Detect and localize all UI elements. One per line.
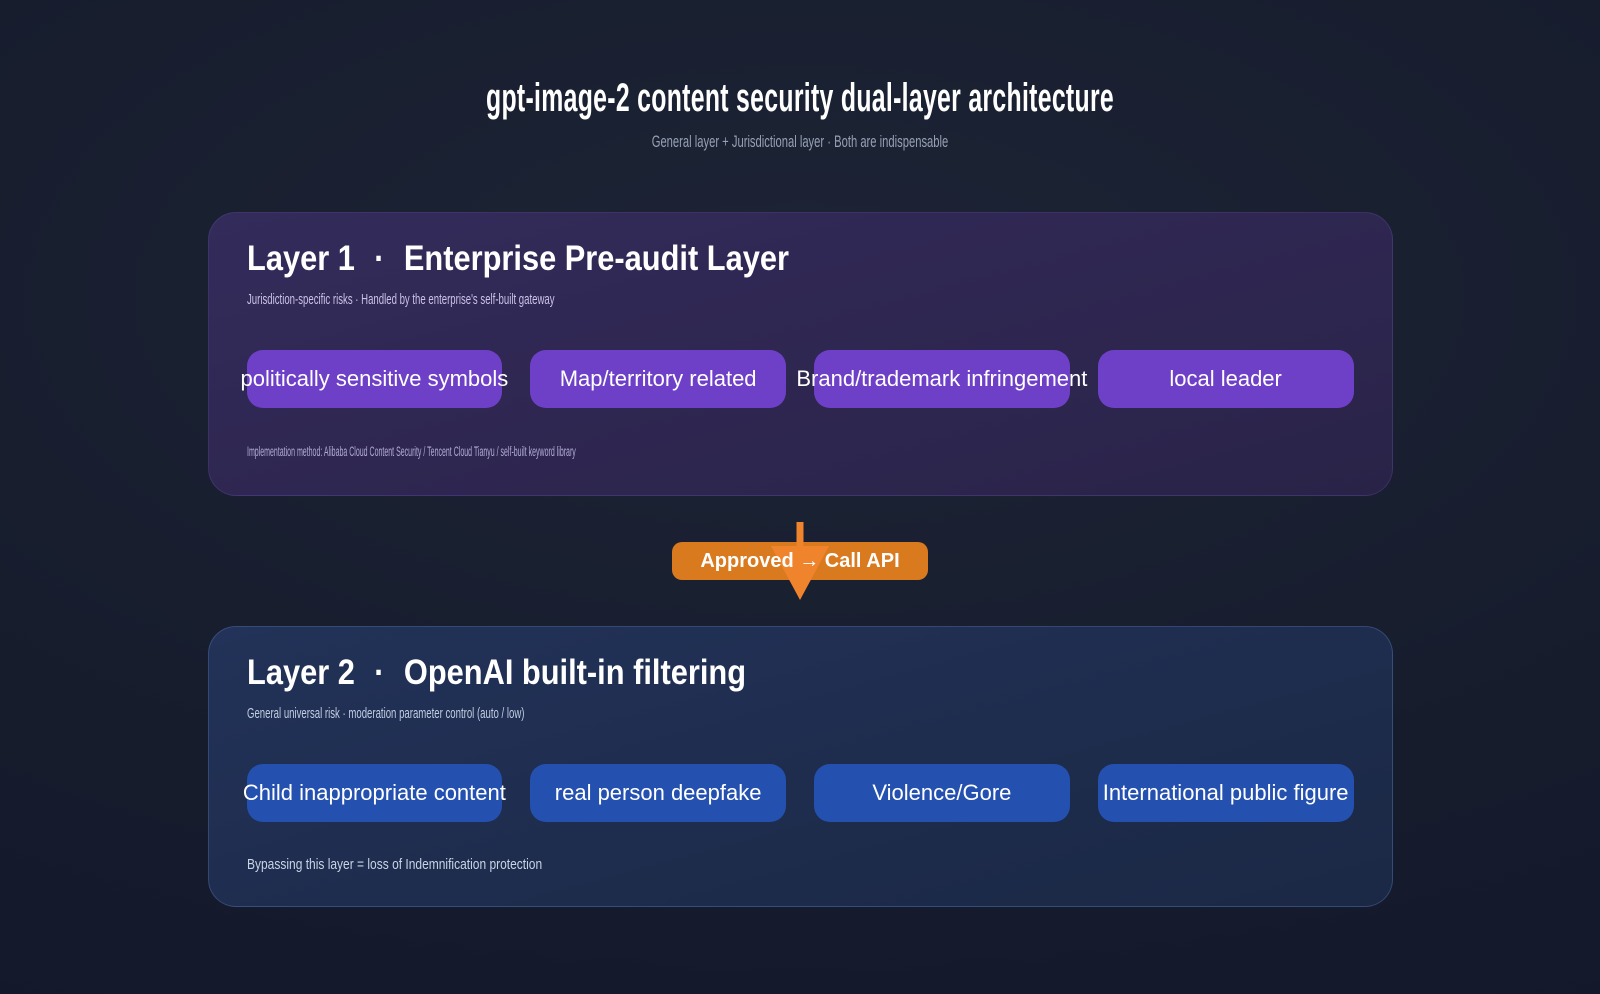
chip-brand-trademark-infringement: Brand/trademark infringement bbox=[796, 350, 1087, 408]
layer1-card: Layer 1 · Enterprise Pre-audit Layer Juris… bbox=[207, 212, 1393, 496]
chip-map-territory-related: Map/territory related bbox=[530, 350, 786, 408]
layer2-subtitle: General universal risk · moderation para… bbox=[246, 705, 524, 722]
chip-international-public-figure: International public figure bbox=[1097, 764, 1354, 822]
layer2-heading: Layer 2 · OpenAI built-in filtering bbox=[247, 653, 1221, 693]
layer2-name: Layer 2 bbox=[246, 653, 355, 692]
badge-label: Approved → Call API bbox=[700, 549, 900, 572]
layer2-card: Layer 2 · OpenAI built-in filtering Genera… bbox=[207, 626, 1393, 907]
chip-violence-gore: Violence/Gore bbox=[814, 764, 1070, 822]
page-title: gpt-image-2 content security dual-layer … bbox=[485, 76, 1115, 120]
flow-connector: Approved → Call API bbox=[0, 496, 1600, 626]
chip-local-leader: local leader bbox=[1097, 350, 1354, 408]
chip-child-inappropriate-content: Child inappropriate content bbox=[243, 764, 506, 822]
layer2-title: OpenAI built-in filtering bbox=[403, 653, 746, 692]
chip-real-person-deepfake: real person deepfake bbox=[530, 764, 786, 822]
page-subtitle: General layer + Jurisdictional layer · B… bbox=[651, 132, 949, 151]
approved-call-api-badge: Approved → Call API bbox=[672, 522, 928, 600]
layer2-chip-row: Child inappropriate content real person … bbox=[243, 764, 1354, 822]
chip-politically-sensitive-symbols: politically sensitive symbols bbox=[241, 350, 508, 408]
page: gpt-image-2 content security dual-layer … bbox=[0, 74, 1600, 907]
separator-dot: · bbox=[373, 239, 384, 278]
page-header: gpt-image-2 content security dual-layer … bbox=[0, 74, 1600, 152]
layer1-subtitle: Jurisdiction-specific risks · Handled by… bbox=[246, 291, 555, 308]
layer1-chip-row: politically sensitive symbols Map/territ… bbox=[241, 350, 1354, 408]
layer1-title: Enterprise Pre-audit Layer bbox=[403, 239, 789, 278]
layer1-heading: Layer 1 · Enterprise Pre-audit Layer bbox=[247, 239, 1221, 279]
layer2-footnote: Bypassing this layer = loss of Indemnifi… bbox=[246, 856, 542, 873]
separator-dot: · bbox=[373, 653, 384, 692]
layer1-footnote: Implementation method: Alibaba Cloud Con… bbox=[246, 444, 576, 459]
layer1-name: Layer 1 bbox=[246, 239, 355, 278]
